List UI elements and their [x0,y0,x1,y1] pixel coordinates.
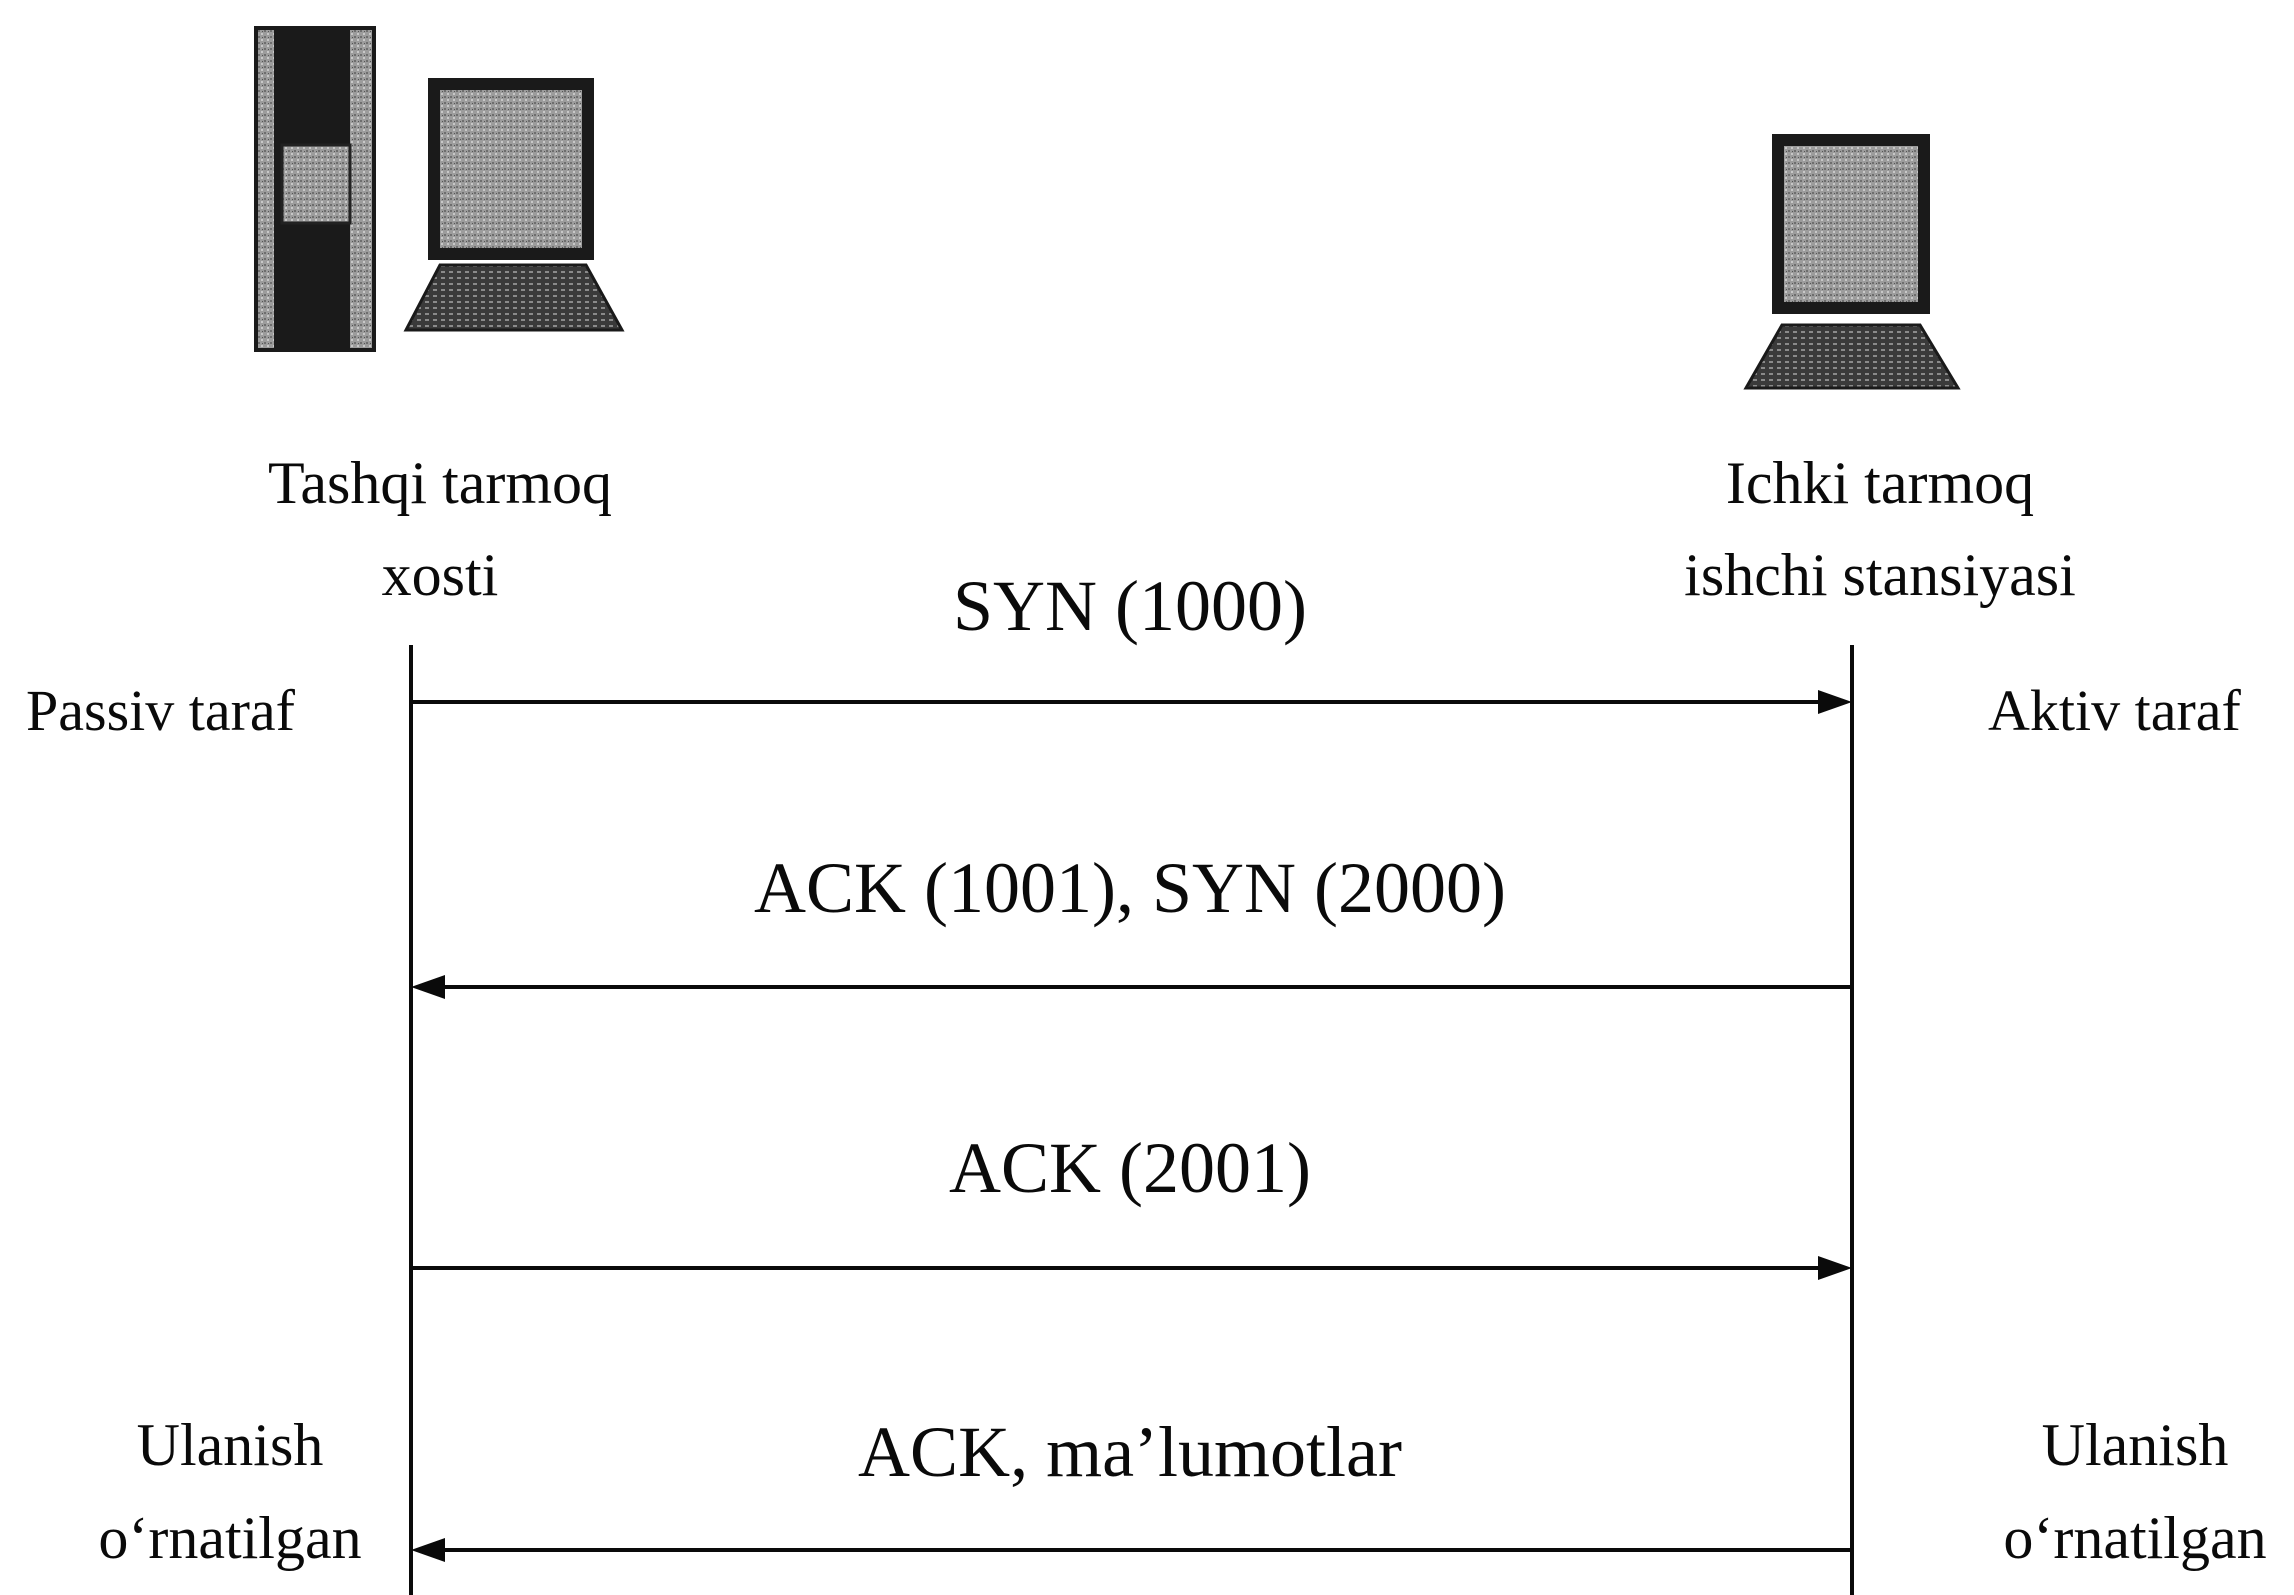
message-label-2: ACK (1001), SYN (2000) [754,848,1506,928]
left-host-label-line2: xosti [381,542,499,608]
message-arrow-3 [411,1256,1852,1280]
right-state-line1: Ulanish [2041,1412,2229,1478]
server-tower-icon [254,26,376,352]
left-state-line2: o‘rnatilgan [98,1505,362,1571]
message-label-4: ACK, ma’lumotlar [858,1412,1402,1492]
right-host-label-line2: ishchi stansiyasi [1684,542,2076,608]
message-label-1: SYN (1000) [953,566,1307,646]
message-arrow-2 [411,975,1852,999]
left-role-label: Passiv taraf [26,678,295,743]
left-state-line1: Ulanish [136,1412,324,1478]
right-role-label: Aktiv taraf [1988,678,2241,743]
right-workstation-icon [1743,134,1961,390]
right-state-line2: o‘rnatilgan [2003,1505,2267,1571]
left-workstation-icon [403,78,625,332]
message-arrow-1 [411,690,1852,714]
right-host-label-line1: Ichki tarmoq [1725,450,2035,516]
message-label-3: ACK (2001) [949,1128,1311,1208]
message-arrow-4 [411,1538,1852,1562]
left-host-label-line1: Tashqi tarmoq [267,450,613,516]
